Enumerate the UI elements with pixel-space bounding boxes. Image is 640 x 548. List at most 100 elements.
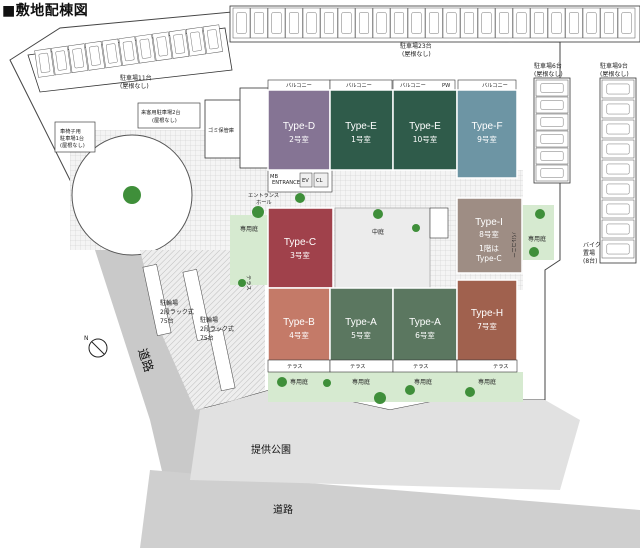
tree xyxy=(374,392,386,404)
car-outline xyxy=(173,33,185,55)
parking-stall xyxy=(617,7,636,39)
car-outline xyxy=(55,50,68,71)
unit-type-label: Type-A xyxy=(345,317,377,328)
unit-note-label: 1階は xyxy=(479,243,499,253)
terrace-labels: テラス テラス テラス テラス テラス xyxy=(245,275,508,370)
car-outline xyxy=(540,151,564,161)
unit-blocks xyxy=(267,89,523,369)
unit-type-label: Type-C xyxy=(284,237,316,248)
parking-stall xyxy=(601,139,635,159)
parking-stall xyxy=(118,36,139,66)
car-outline xyxy=(606,83,630,95)
private-garden-label: 専用庭 xyxy=(290,378,308,386)
car-outline xyxy=(606,223,630,235)
unit-type-label: Type-I xyxy=(475,217,503,228)
car-outline xyxy=(358,12,370,34)
parking-11-label: 駐車場11台 xyxy=(120,74,152,82)
unit-number-label: 4号室 xyxy=(289,330,309,340)
tree xyxy=(535,209,545,219)
road-bottom xyxy=(140,470,640,548)
mb-label: MB xyxy=(270,174,278,180)
tree xyxy=(465,387,475,397)
north-label: N xyxy=(84,335,89,342)
parking-23-label: 駐車場23台 xyxy=(400,42,432,50)
parking-23-sub: (屋根なし) xyxy=(402,50,431,58)
car-outline xyxy=(463,12,475,34)
unit-number-label: 8号室 xyxy=(479,229,499,239)
car-outline xyxy=(540,83,564,93)
core-block xyxy=(239,87,271,169)
car-outline xyxy=(551,12,562,34)
balcony-label: バルコニー xyxy=(400,82,426,89)
car-outline xyxy=(606,103,630,115)
parking-stall xyxy=(601,99,635,119)
parking-stall xyxy=(34,48,55,78)
wheelchair-parking xyxy=(54,121,96,153)
parking-stall xyxy=(337,7,356,39)
parking-stall xyxy=(355,7,373,39)
bicycle-label: 75台 xyxy=(200,334,214,342)
terrace-label: テラス xyxy=(413,363,428,370)
tree xyxy=(295,193,305,203)
bicycle-label: 2段ラック式 xyxy=(200,325,234,333)
parking-stall xyxy=(152,31,173,62)
car-outline xyxy=(341,12,352,34)
ev-room xyxy=(299,172,313,188)
parking-stall xyxy=(535,96,569,114)
car-outline xyxy=(586,12,597,34)
car-outline xyxy=(568,12,580,34)
parking-stall xyxy=(582,7,601,39)
car-outline xyxy=(540,168,564,178)
unit-number-label: 10号室 xyxy=(413,134,438,144)
courtyard xyxy=(334,207,431,289)
garden-bottom xyxy=(268,372,523,402)
parking-stalls-23 xyxy=(232,7,636,39)
unit-type-a-6 xyxy=(392,287,458,369)
parking-stall xyxy=(442,7,461,39)
parking-stall xyxy=(267,7,286,39)
parking-stall xyxy=(84,41,106,71)
car-outline xyxy=(606,163,630,175)
parking-stall xyxy=(51,45,72,76)
car-outline xyxy=(540,134,564,144)
unit-number-label: 5号室 xyxy=(351,330,371,340)
parking-6-label: 駐車場6台 xyxy=(534,62,562,70)
parking-stall xyxy=(68,43,89,73)
stair-core xyxy=(429,207,449,239)
bicycle-label: 75台 xyxy=(160,317,174,325)
car-outline xyxy=(38,52,51,73)
parking-stall xyxy=(460,7,478,39)
unit-type-label: Type-B xyxy=(283,317,315,328)
parking-stalls-9 xyxy=(601,79,635,259)
balcony-label: バルコニー xyxy=(346,82,372,89)
private-garden-label: 専用庭 xyxy=(478,378,496,386)
ent-small-label: ENTRANCE xyxy=(272,180,300,186)
unit-note-label: Type-C xyxy=(475,254,501,263)
parking-stall xyxy=(232,7,251,39)
unit-type-f-9 xyxy=(456,89,518,179)
unit-number-label: 3号室 xyxy=(290,250,310,260)
car-outline xyxy=(603,12,615,34)
unit-text: Type-D 2号室 Type-E 1号室 Type-E 10号室 Type-F… xyxy=(283,121,503,340)
car-outline xyxy=(606,183,630,195)
parking-stall xyxy=(535,113,569,131)
tree xyxy=(238,279,246,287)
parking-stall xyxy=(407,7,426,39)
terraces-bottom xyxy=(267,359,518,373)
unit-number-label: 6号室 xyxy=(415,330,435,340)
parking-stall xyxy=(535,130,569,148)
car-outline xyxy=(89,45,101,66)
pw-label: PW xyxy=(442,83,450,89)
wheelchair-label: (屋根なし) xyxy=(60,141,85,149)
unit-type-label: Type-H xyxy=(471,308,503,319)
bike-label: バイク xyxy=(583,242,601,249)
tree xyxy=(529,247,539,257)
car-outline xyxy=(446,12,457,34)
parking-stall xyxy=(390,7,408,39)
car-outline xyxy=(122,41,135,62)
bike-label: (8台) xyxy=(583,257,598,265)
parking-9-sub: (屋根なし) xyxy=(600,70,629,78)
parking-stall xyxy=(101,38,122,69)
parking-stall xyxy=(535,164,569,182)
car-outline xyxy=(516,12,527,34)
